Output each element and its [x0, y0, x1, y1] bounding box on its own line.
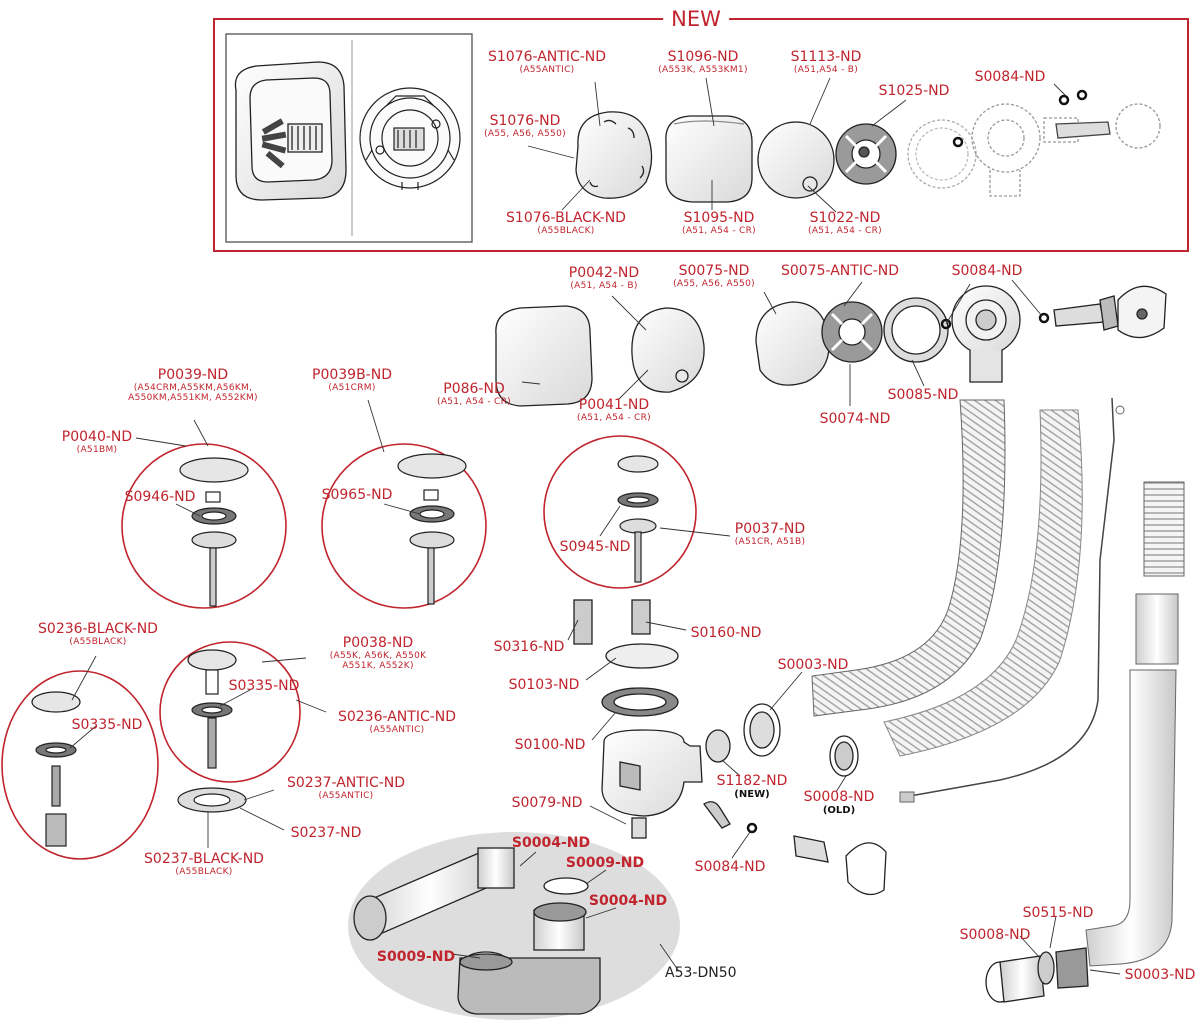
- label-p0040: P0040-ND(A51BM): [61, 429, 133, 456]
- bottom-right-connector: [985, 947, 1089, 1003]
- label-s1113: S1113-ND(A51,A54 - B): [790, 49, 862, 76]
- label-s1076-black: S1076-BLACK-ND(A55BLACK): [506, 210, 626, 237]
- label-p0039b: P0039B-ND(A51CRM): [312, 367, 392, 394]
- label-p0042: P0042-ND(A51, A54 - B): [568, 265, 640, 292]
- label-s0515: S0515-ND: [1022, 905, 1094, 921]
- label-s0236-black: S0236-BLACK-ND(A55BLACK): [38, 621, 158, 648]
- siphon-group-caption: A53-DN50: [665, 965, 737, 981]
- inset-square-cover: [234, 61, 347, 201]
- label-s0003-bot: S0003-ND: [1124, 967, 1196, 983]
- waste-body: [573, 599, 887, 896]
- label-s0965: S0965-ND: [321, 487, 393, 503]
- label-s0945: S0945-ND: [559, 539, 631, 555]
- label-s0008-bot: S0008-ND: [959, 927, 1031, 943]
- new-section-title: NEW: [663, 6, 729, 32]
- label-s0004-b: S0004-ND: [588, 893, 668, 909]
- label-s0237-black: S0237-BLACK-ND(A55BLACK): [144, 851, 264, 878]
- label-s0160: S0160-ND: [690, 625, 762, 641]
- label-s0009-a: S0009-ND: [565, 855, 645, 871]
- label-s0316: S0316-ND: [493, 639, 565, 655]
- popup-plugs: [31, 453, 659, 847]
- label-s0084-new: S0084-ND: [974, 69, 1046, 85]
- label-s1022: S1022-ND(A51, A54 - CR): [808, 210, 882, 237]
- label-s0335-b: S0335-ND: [71, 717, 143, 733]
- label-s1025: S1025-ND: [878, 83, 950, 99]
- popup-circles: [1, 435, 697, 860]
- label-p0039: P0039-ND(A54CRM,A55KM,A56KM,A550KM,A551K…: [128, 367, 258, 404]
- label-s1182: S1182-ND(NEW): [716, 773, 788, 801]
- label-s1076-antic: S1076-ANTIC-ND(A55ANTIC): [487, 49, 607, 76]
- label-s0237-antic: S0237-ANTIC-ND(A55ANTIC): [286, 775, 406, 802]
- overflow-assembly: [495, 285, 1167, 407]
- label-p0037: P0037-ND(A51CR, A51B): [734, 521, 806, 548]
- label-p086: P086-ND(A51, A54 - CR): [437, 381, 511, 408]
- flexible-hoses: [811, 397, 1185, 967]
- label-s0004-a: S0004-ND: [511, 835, 591, 851]
- label-s1076: S1076-ND(A55, A56, A550): [484, 113, 566, 140]
- label-s0085: S0085-ND: [887, 387, 959, 403]
- label-s0236-antic: S0236-ANTIC-ND(A55ANTIC): [337, 709, 457, 736]
- new-row-parts: [575, 89, 1161, 203]
- label-s0009-b: S0009-ND: [376, 949, 456, 965]
- siphon-group-a53: [348, 832, 680, 1020]
- label-s0103: S0103-ND: [508, 677, 580, 693]
- label-s0079: S0079-ND: [511, 795, 583, 811]
- label-s1095: S1095-ND(A51, A54 - CR): [682, 210, 756, 237]
- label-s0335-a: S0335-ND: [228, 678, 300, 694]
- label-s0074: S0074-ND: [819, 411, 891, 427]
- label-s0084-top: S0084-ND: [951, 263, 1023, 279]
- label-s0075: S0075-ND(A55, A56, A550): [673, 263, 755, 290]
- label-s0075-antic: S0075-ANTIC-ND: [780, 263, 900, 279]
- inset-round-cover: [359, 87, 461, 190]
- label-s0946: S0946-ND: [124, 489, 196, 505]
- label-s0100: S0100-ND: [514, 737, 586, 753]
- label-s0008-mid: S0008-ND(OLD): [803, 789, 875, 817]
- label-p0041: P0041-ND(A51, A54 - CR): [577, 397, 651, 424]
- leader-lines: [69, 77, 1121, 975]
- label-s0237: S0237-ND: [290, 825, 362, 841]
- label-s1096: S1096-ND(A553K, A553KM1): [658, 49, 748, 76]
- label-s0084-mid: S0084-ND: [694, 859, 766, 875]
- label-s0003-mid: S0003-ND: [777, 657, 849, 673]
